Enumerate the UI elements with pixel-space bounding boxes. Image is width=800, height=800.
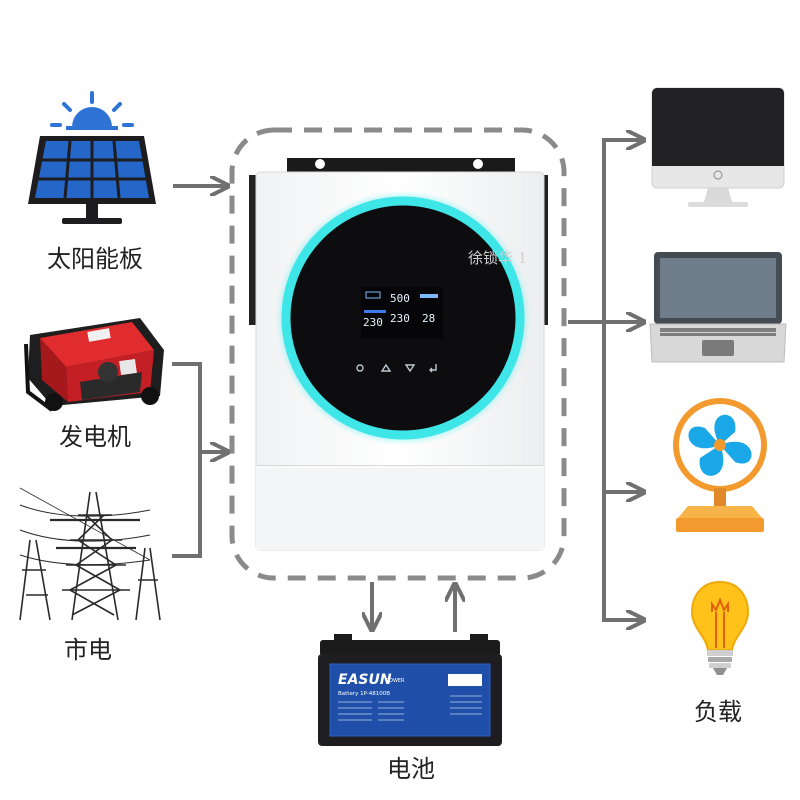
load-label: 负载 [694, 698, 742, 726]
inverter: 500 230 230 28 [249, 158, 548, 551]
solar-label: 太阳能板 [47, 245, 143, 273]
battery-label: 电池 [387, 755, 435, 783]
inverter-dashed-frame [229, 127, 567, 581]
laptop-icon [649, 252, 787, 363]
battery-brand: EASUN [338, 672, 392, 688]
battery-brand-sub: POWER [386, 678, 405, 684]
lcd-reading-4: 28 [422, 312, 435, 325]
lcd-reading-2: 230 [363, 316, 383, 329]
grid-label: 市电 [64, 636, 112, 664]
inverter-button-down[interactable] [404, 364, 416, 373]
generator-label: 发电机 [59, 423, 131, 451]
fan-icon [673, 398, 767, 532]
inverter-button-enter[interactable] [429, 364, 437, 373]
light-bulb-icon [690, 580, 750, 675]
generator-icon [24, 318, 164, 412]
solar-panel-icon [28, 91, 156, 224]
inverter-button-up[interactable] [380, 363, 392, 372]
power-tower-icon [19, 487, 161, 621]
watermark: 徐锁华 1 [468, 249, 527, 267]
battery-model: Battery 1P-48100B [338, 691, 390, 697]
battery-icon: EASUN POWER Battery 1P-48100B [318, 634, 502, 746]
lcd-reading-3: 230 [390, 312, 410, 325]
arrow-generator-grid-merge [172, 362, 202, 558]
lcd-reading-1: 500 [390, 292, 410, 305]
inverter-lcd-screen: 500 230 230 28 [361, 287, 443, 339]
inverter-button-1[interactable] [356, 364, 364, 372]
monitor-icon [651, 87, 785, 207]
